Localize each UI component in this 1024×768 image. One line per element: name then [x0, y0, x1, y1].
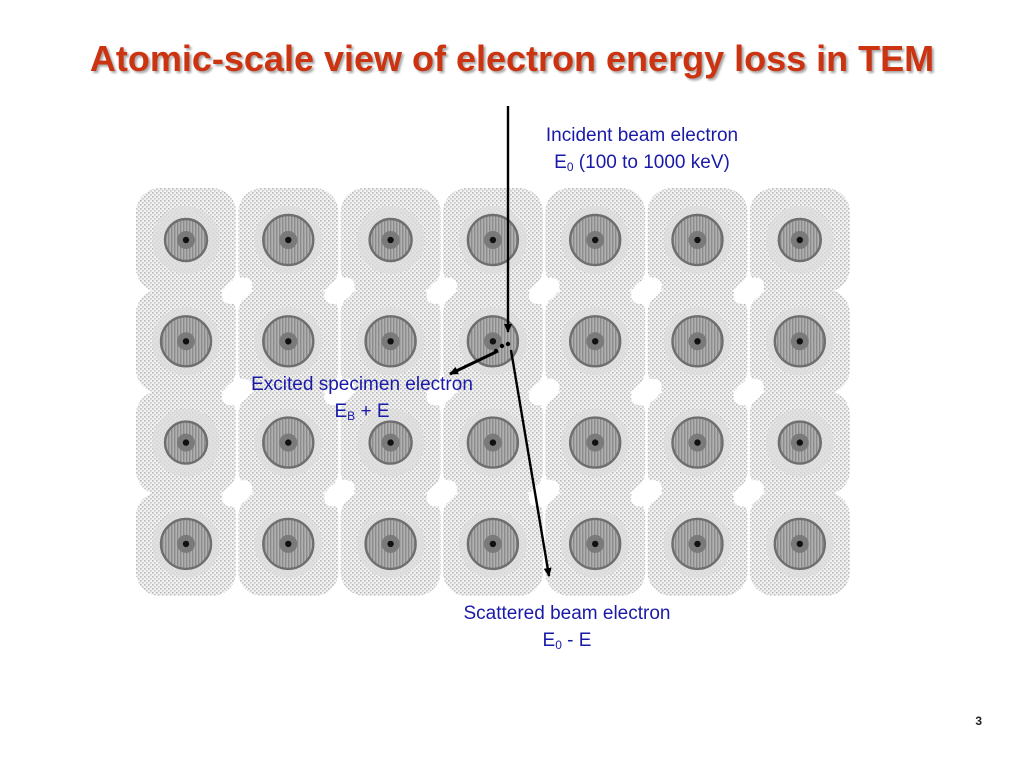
atom	[765, 307, 834, 376]
atom-nucleus	[592, 439, 599, 446]
atom	[458, 509, 527, 578]
atom	[152, 206, 220, 274]
atom	[356, 307, 425, 376]
page-number: 3	[975, 714, 982, 728]
lattice-gap	[733, 378, 764, 406]
atom-nucleus	[182, 338, 190, 345]
atom	[458, 206, 527, 274]
lattice-gap	[528, 277, 560, 304]
atom	[765, 408, 834, 477]
scattered-electron-label: Scattered beam electron E0 - E	[437, 600, 697, 654]
excited-label-name: Excited specimen electron	[251, 374, 473, 395]
atom-nucleus	[285, 439, 292, 446]
scattered-energy: E0 - E	[542, 630, 592, 652]
atom	[152, 509, 220, 578]
atom-nucleus	[285, 236, 292, 244]
atom-nucleus	[694, 338, 701, 345]
atom-nucleus	[694, 236, 701, 244]
lattice-gap	[631, 479, 662, 507]
atom	[561, 206, 630, 274]
atom	[254, 307, 323, 376]
incident-electron-label: Incident beam electron E0 (100 to 1000 k…	[512, 122, 772, 176]
atom-nucleus	[182, 236, 190, 244]
atom-nucleus	[489, 439, 497, 446]
atomic-electron-dot	[493, 348, 499, 354]
atom	[458, 408, 527, 477]
lattice-gap	[221, 479, 253, 507]
atom-nucleus	[796, 338, 803, 345]
scattered-label-name: Scattered beam electron	[463, 603, 671, 624]
scattered-beam-arrow	[509, 349, 552, 577]
atom-nucleus	[489, 540, 497, 548]
scattering-event	[449, 106, 552, 577]
incident-energy: E0 (100 to 1000 keV)	[554, 152, 730, 174]
atom-nucleus	[796, 540, 803, 548]
atom-nucleus	[592, 540, 599, 548]
atom	[663, 408, 732, 477]
atom	[561, 509, 630, 578]
lattice-gap	[528, 378, 560, 406]
atom-nucleus	[387, 540, 394, 548]
atom	[561, 408, 630, 477]
atom-nucleus	[796, 236, 803, 244]
lattice-gap	[733, 277, 764, 304]
lattice-gap	[631, 378, 662, 406]
lattice-gap	[631, 277, 662, 304]
lattice-gap	[324, 277, 355, 304]
lattice-gap	[426, 479, 458, 507]
incident-label-name: Incident beam electron	[545, 125, 739, 146]
atom-nucleus	[387, 439, 394, 446]
lattice-gap	[324, 378, 355, 406]
atom-nucleus	[796, 439, 803, 446]
atom	[254, 509, 323, 578]
atom-nucleus	[182, 439, 190, 446]
atom	[356, 408, 425, 477]
excited-energy: EB + E	[334, 401, 390, 423]
atom-nucleus	[489, 338, 497, 345]
specimen-lattice	[136, 188, 850, 596]
atom	[663, 307, 732, 376]
atom	[152, 307, 220, 376]
atom	[152, 408, 220, 477]
atom	[663, 509, 732, 578]
atom-nucleus	[694, 439, 701, 446]
atom-nucleus	[592, 236, 599, 244]
atom	[356, 509, 425, 578]
atom-nucleus	[694, 540, 701, 548]
atom	[765, 206, 834, 274]
lattice-gap	[221, 277, 253, 304]
atom	[254, 206, 323, 274]
atom	[254, 408, 323, 477]
atom-nucleus	[592, 338, 599, 345]
atom-nucleus	[489, 236, 497, 244]
excited-electron-arrow	[449, 349, 499, 376]
lattice-gap	[324, 479, 355, 507]
lattice-gap	[221, 378, 253, 406]
atom-grid	[152, 206, 834, 578]
atom-nucleus	[285, 540, 292, 548]
atom	[663, 206, 732, 274]
atom-nucleus	[387, 338, 394, 345]
atom	[561, 307, 630, 376]
lattice-gap	[426, 277, 458, 304]
atom-nucleus	[285, 338, 292, 345]
atomic-electron-dot	[499, 343, 505, 349]
atom-nucleus	[387, 236, 394, 244]
atom	[356, 206, 425, 274]
atomic-electron-dot	[505, 341, 511, 347]
atom	[765, 509, 834, 578]
slide-title: Atomic-scale view of electron energy los…	[89, 38, 935, 79]
atom-nucleus	[182, 540, 190, 548]
lattice-gap	[733, 479, 764, 507]
lattice-gap	[426, 378, 458, 406]
excited-electron-label: Excited specimen electron EB + E	[222, 371, 502, 425]
